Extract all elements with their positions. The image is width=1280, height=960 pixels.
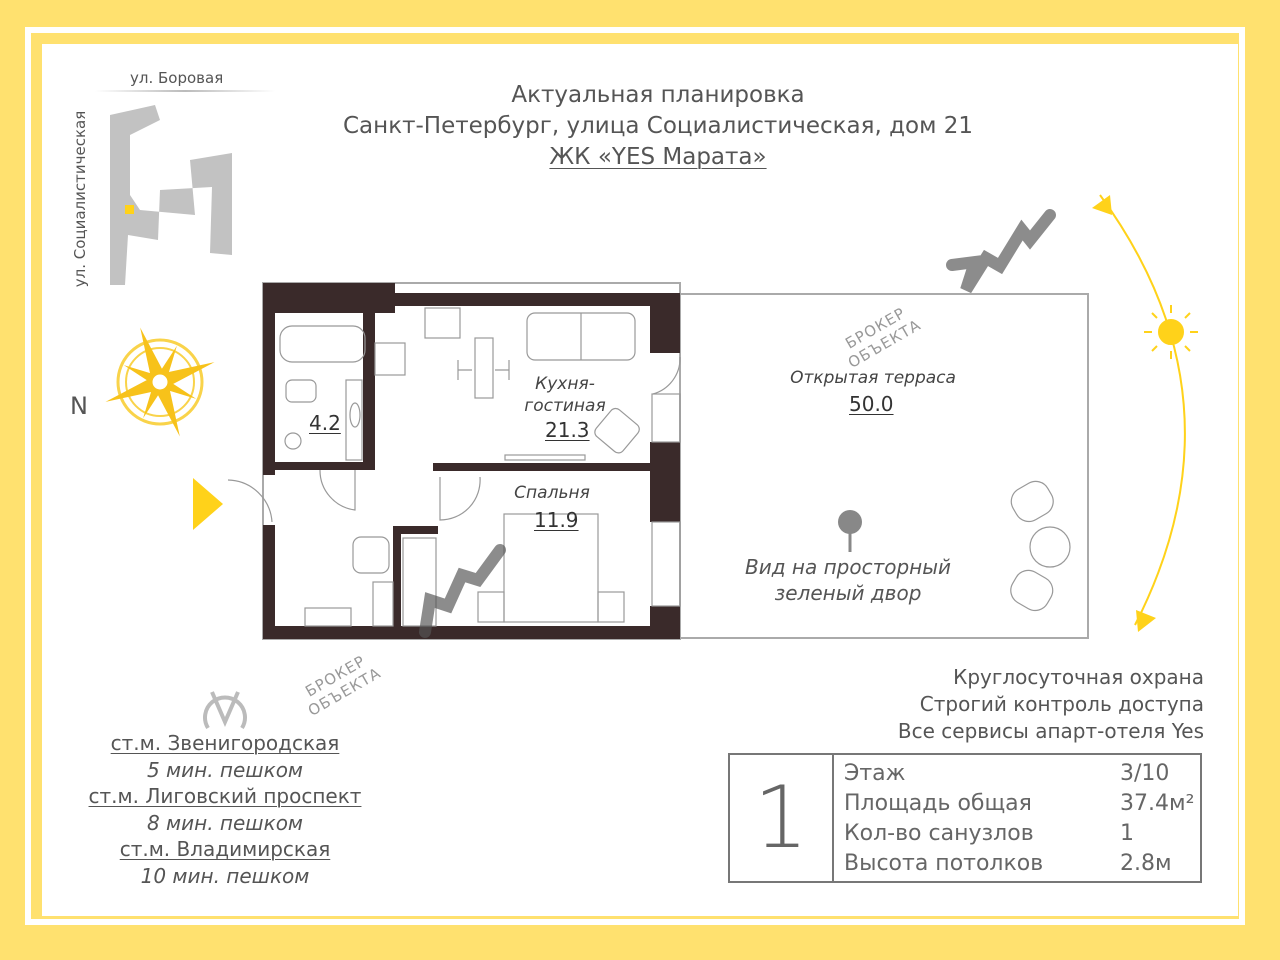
bed-icon (503, 513, 599, 623)
info-row-floor: Этаж 3/10 (844, 759, 1200, 789)
feature-item: Все сервисы апарт-отеля Yes (897, 719, 1204, 743)
bedroom-label: Спальня (514, 483, 590, 503)
building-marker (125, 205, 134, 214)
bathroom-area: 4.2 (309, 411, 341, 435)
feature-item: Круглосуточная охрана (953, 665, 1204, 689)
sun-path-arrow-end (1136, 610, 1156, 632)
terrace-door (652, 356, 681, 395)
bathtub-icon (279, 325, 366, 363)
info-row-area: Площадь общая 37.4м² (844, 789, 1200, 819)
kitchen-label-line2: гостиная (524, 396, 606, 416)
armchair-icon (594, 407, 640, 454)
metro-logo-icon (203, 691, 247, 730)
outer-frame (25, 27, 1245, 925)
window (651, 393, 681, 443)
metro-walk-time: 8 мин. пешком (146, 810, 304, 835)
info-label: Этаж (844, 761, 906, 786)
metro-station[interactable]: ст.м. Владимирская (119, 837, 331, 861)
info-value: 1 (1120, 821, 1134, 846)
sun-icon (1144, 305, 1198, 359)
sun-path-arrow-start (1092, 195, 1112, 215)
feature-item: Строгий контроль доступа (919, 692, 1204, 716)
info-row-bathrooms: Кол-во санузлов 1 (844, 819, 1200, 849)
info-label: Высота потолков (844, 851, 1044, 876)
toilet-icon (285, 379, 317, 403)
sink-icon (349, 402, 361, 428)
rooms-count: 1 (730, 755, 834, 881)
dining-table-icon (474, 337, 494, 399)
building-footprint (110, 105, 232, 285)
apartment-outline (262, 282, 681, 640)
info-label: Кол-во санузлов (844, 821, 1034, 846)
page (42, 44, 1238, 916)
features-list: Круглосуточная охрана Строгий контроль д… (898, 664, 1204, 745)
bedroom-door (439, 476, 481, 521)
kitchen-living-area: 21.3 (545, 418, 590, 442)
info-value: 2.8м (1120, 851, 1172, 876)
metro-station[interactable]: ст.м. Лиговский проспект (88, 784, 362, 808)
walls (263, 283, 680, 639)
location-pin-icon (838, 510, 862, 552)
info-label: Площадь общая (844, 791, 1032, 816)
broker-logo-icon (419, 209, 1056, 638)
kitchen-living-label: Кухня- гостиная (505, 373, 625, 417)
bedroom-area: 11.9 (534, 508, 579, 532)
apartment-info-table: 1 Этаж 3/10 Площадь общая 37.4м² Кол-во са… (728, 753, 1202, 883)
metro-walk-time: 10 мин. пешком (140, 863, 310, 888)
entrance-arrow-icon (193, 478, 223, 530)
street-top-line (95, 90, 275, 92)
terrace-area: 50.0 (849, 392, 894, 416)
compass-rose-icon (105, 327, 215, 437)
site-plan-map (110, 105, 232, 285)
metro-station[interactable]: ст.м. Звенигородская (110, 731, 340, 755)
metro-walk-time: 5 мин. пешком (146, 757, 304, 782)
stove-icon (424, 307, 461, 339)
wardrobe-icon (402, 537, 437, 627)
terrace-label: Открытая терраса (790, 368, 956, 388)
compass-north-label: N (70, 392, 88, 420)
terrace-table-icon (1029, 526, 1071, 568)
title-address: Санкт-Петербург, улица Социалистическая,… (343, 113, 973, 139)
window (651, 521, 681, 607)
metro-list: ст.м. Звенигородская 5 мин. пешком ст.м.… (60, 730, 390, 889)
bathroom-door (319, 469, 356, 511)
washing-machine-icon (284, 432, 302, 450)
street-top-label: ул. Боровая (130, 69, 224, 87)
view-note: Вид на просторный зеленый двор (718, 554, 978, 606)
info-value: 37.4м² (1120, 791, 1195, 816)
kitchen-label-line1: Кухня- (535, 374, 595, 394)
info-row-ceiling: Высота потолков 2.8м (844, 849, 1200, 879)
title-line-1: Актуальная планировка (511, 82, 805, 108)
view-note-line1: Вид на просторный (744, 555, 952, 579)
title-complex-link[interactable]: ЖК «YES Марата» (549, 144, 767, 170)
entrance-door (227, 479, 273, 523)
furniture (227, 307, 1071, 627)
page-title: Актуальная планировка Санкт-Петербург, у… (0, 80, 1280, 173)
info-value: 3/10 (1120, 761, 1170, 786)
sun-path-arc (1099, 194, 1186, 626)
view-note-line2: зеленый двор (774, 581, 922, 605)
